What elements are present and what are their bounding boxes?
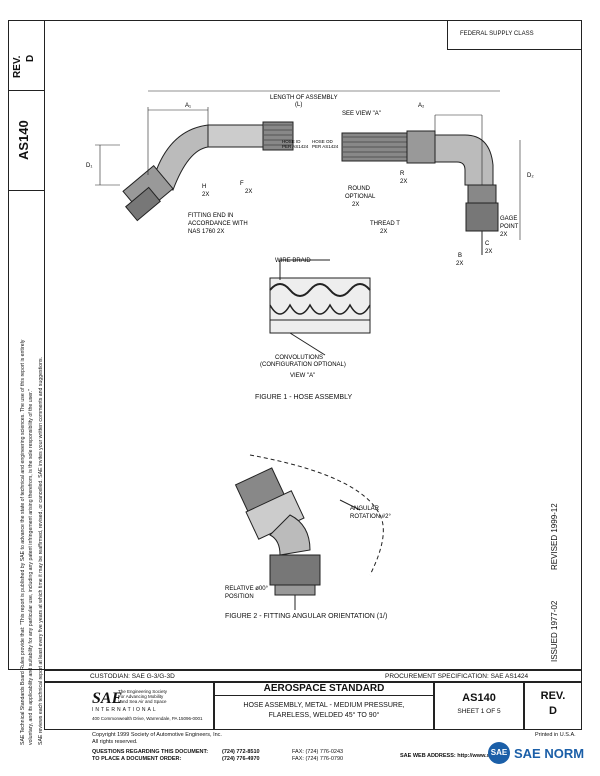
- dim-r: R: [400, 171, 405, 177]
- thread-2x: 2X: [380, 229, 387, 235]
- figure-2-drawing: ANGULAR ROTATION #2° RELATIVE ø00° POSIT…: [225, 454, 391, 610]
- revised-date: REVISED 1999-12: [550, 503, 559, 570]
- dim-f-2x: 2X: [245, 189, 252, 195]
- dim-f: F: [240, 181, 244, 187]
- relative-label-2: POSITION: [225, 594, 254, 600]
- left-elbow-fitting: [122, 124, 270, 222]
- round-label: ROUND: [348, 186, 371, 192]
- sae-norm-watermark: SAE SAE NORM: [488, 742, 584, 764]
- aerospace-standard: AEROSPACE STANDARD: [214, 683, 434, 696]
- angular-label: ANGULAR: [350, 506, 380, 512]
- left-rev-value: D: [25, 54, 36, 62]
- hose-od-2: PER AS1424: [312, 144, 339, 149]
- sae-logo: SAE: [92, 690, 123, 707]
- dim-a2: A₂: [418, 103, 425, 109]
- length-code: (L): [295, 102, 302, 108]
- drawing-frame: [8, 20, 582, 670]
- relative-label-1: RELATIVE ø00°: [225, 586, 269, 592]
- point-label: POINT: [500, 224, 519, 230]
- left-docno-box: [8, 90, 44, 191]
- custodian-text: CUSTODIAN: SAE G-3/G-3D: [90, 673, 175, 680]
- printed-usa: Printed in U.S.A.: [535, 732, 576, 738]
- title-block-top-line: [44, 670, 582, 671]
- dim-h: H: [202, 184, 206, 190]
- figure-2-caption: FIGURE 2 - FITTING ANGULAR ORIENTATION (…: [225, 613, 388, 620]
- dim-a1: A₁: [185, 103, 191, 109]
- left-doc-number: AS140: [16, 120, 31, 160]
- hose-id-2: PER AS1424: [282, 144, 309, 149]
- copyright-1: Copyright 1999 Society of Automotive Eng…: [92, 732, 222, 738]
- right-hose-section: [341, 132, 408, 162]
- docno-cell: [434, 682, 524, 730]
- fitting-end-3: NAS 1760 2X: [188, 229, 224, 235]
- watermark-logo-icon: SAE: [488, 742, 510, 764]
- fitting-end-2: ACCORDANCE WITH: [188, 221, 248, 227]
- dim-c-2x: 2X: [485, 249, 492, 255]
- supply-class-box: [447, 20, 582, 50]
- rotation-label: ROTATION #2°: [350, 514, 391, 520]
- see-view-a: SEE VIEW "A": [342, 111, 381, 117]
- left-rev-box: [8, 20, 44, 91]
- fax-order: FAX: (724) 776-0790: [292, 756, 344, 762]
- dim-d2: D₂: [527, 173, 534, 179]
- dim-c: C: [485, 241, 490, 247]
- logo-tagline-1: The Engineering Society: [118, 689, 168, 694]
- rev-cell: [524, 682, 582, 730]
- hose-od-1: HOSE OD: [312, 139, 334, 144]
- doc-title-1: HOSE ASSEMBLY, METAL - MEDIUM PRESSURE,: [243, 702, 405, 709]
- title-rev-value: D: [549, 705, 557, 717]
- gage-label: GAGE: [500, 216, 517, 222]
- doc-title-2: FLARELESS, WELDED 45° TO 90°: [268, 712, 380, 719]
- view-a-drawing: WIRE BRAID CONVOLUTIONS (CONFIGURATION O…: [260, 258, 371, 379]
- dim-r-2x: 2X: [400, 179, 407, 185]
- optional-label: OPTIONAL: [345, 194, 376, 200]
- logo-tagline-3: Land Sea Air and Space: [118, 699, 167, 704]
- sae-web-address[interactable]: SAE WEB ADDRESS: http://www.sae.org: [400, 753, 507, 759]
- procurement-text: PROCUREMENT SPECIFICATION: SAE AS1424: [385, 673, 529, 680]
- round-2x: 2X: [352, 202, 359, 208]
- logo-tagline-2: For Advancing Mobility: [118, 694, 164, 699]
- order-label: TO PLACE A DOCUMENT ORDER:: [92, 756, 182, 762]
- title-doc-number: AS140: [462, 692, 496, 704]
- logo-international: INTERNATIONAL: [92, 707, 158, 713]
- title-cell: [214, 682, 434, 730]
- issued-date: ISSUED 1977-02: [550, 600, 559, 662]
- custodian-row: [44, 670, 582, 682]
- logo-address: 400 Commonwealth Drive, Warrendale, PA 1…: [92, 716, 203, 721]
- wire-braid-label: WIRE BRAID: [275, 258, 311, 264]
- dim-b-2x: 2X: [456, 261, 463, 267]
- length-label: LENGTH OF ASSEMBLY: [270, 95, 338, 101]
- convolutions-label: CONVOLUTIONS: [275, 355, 323, 361]
- watermark-text: SAE NORM: [514, 745, 585, 761]
- fitting-end-1: FITTING END IN: [188, 213, 233, 219]
- disclaimer-line-2: voluntary, and its applicability and sui…: [28, 389, 34, 745]
- title-rev-label: REV.: [540, 690, 566, 702]
- view-a-label: VIEW "A": [290, 373, 315, 379]
- left-strip-divider: [44, 20, 45, 670]
- right-elbow-fitting: [406, 130, 499, 255]
- left-hose-section: [262, 121, 294, 151]
- phone-questions: (724) 772-8510: [222, 749, 260, 755]
- dim-b: B: [458, 253, 462, 259]
- phone-order: (724) 776-4970: [222, 756, 260, 762]
- gage-2x: 2X: [500, 232, 507, 238]
- copyright-2: All rights reserved.: [92, 739, 138, 745]
- left-rev-label: REV.: [12, 55, 23, 78]
- hose-id-1: HOSE ID: [282, 139, 301, 144]
- sheet-number: SHEET 1 OF 5: [457, 708, 501, 715]
- questions-label: QUESTIONS REGARDING THIS DOCUMENT:: [92, 749, 209, 755]
- figure-1-caption: FIGURE 1 - HOSE ASSEMBLY: [255, 394, 353, 401]
- fax-questions: FAX: (724) 776-0243: [292, 749, 344, 755]
- dim-d1: D₁: [86, 163, 92, 169]
- supply-class-label: FEDERAL SUPPLY CLASS: [460, 31, 534, 37]
- config-optional-label: (CONFIGURATION OPTIONAL): [260, 362, 346, 368]
- disclaimer-line-1: SAE Technical Standards Board Rules prov…: [20, 339, 26, 745]
- figure-1-drawing: A₁ D₁ LENGTH OF ASSEMBLY (L) H 2X F 2X F…: [86, 90, 534, 267]
- logo-cell: [44, 682, 214, 730]
- thread-label: THREAD T: [370, 221, 400, 227]
- dim-h-2x: 2X: [202, 192, 209, 198]
